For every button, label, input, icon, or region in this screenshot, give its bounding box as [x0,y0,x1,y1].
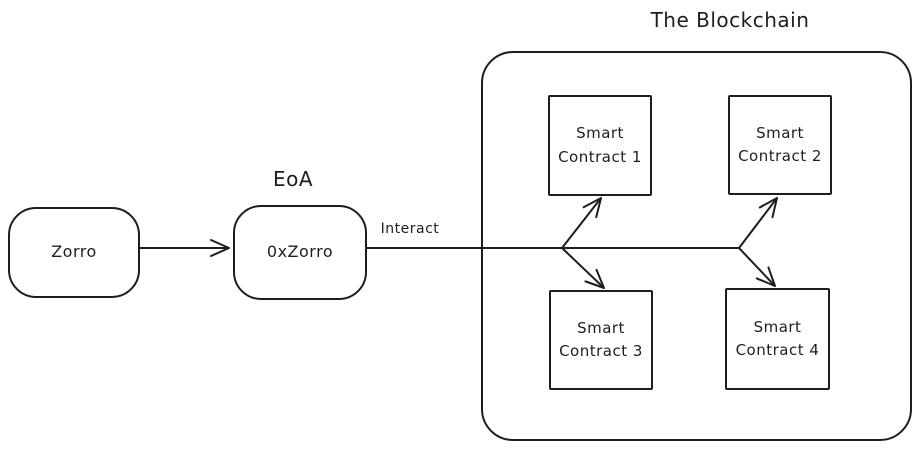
smart-contract-1-node: Smart Contract 1 [548,95,652,196]
blockchain-title: The Blockchain [650,8,810,32]
account-node-label: 0xZorro [266,242,334,262]
smart-contract-3-node: Smart Contract 3 [549,290,653,390]
smart-contract-2-label: Smart Contract 2 [738,123,822,165]
zorro-node: Zorro [8,207,140,298]
zorro-node-label: Zorro [51,242,97,262]
smart-contract-4-node: Smart Contract 4 [725,288,830,390]
smart-contract-3-label: Smart Contract 3 [559,318,643,360]
smart-contract-4-label: Smart Contract 4 [735,317,820,359]
smart-contract-1-label: Smart Contract 1 [558,124,642,166]
eoa-label: EoA [272,167,314,191]
account-node: 0xZorro [233,205,367,300]
interact-edge-label: Interact [380,221,440,237]
smart-contract-2-node: Smart Contract 2 [728,95,832,195]
blockchain-container [481,51,912,441]
